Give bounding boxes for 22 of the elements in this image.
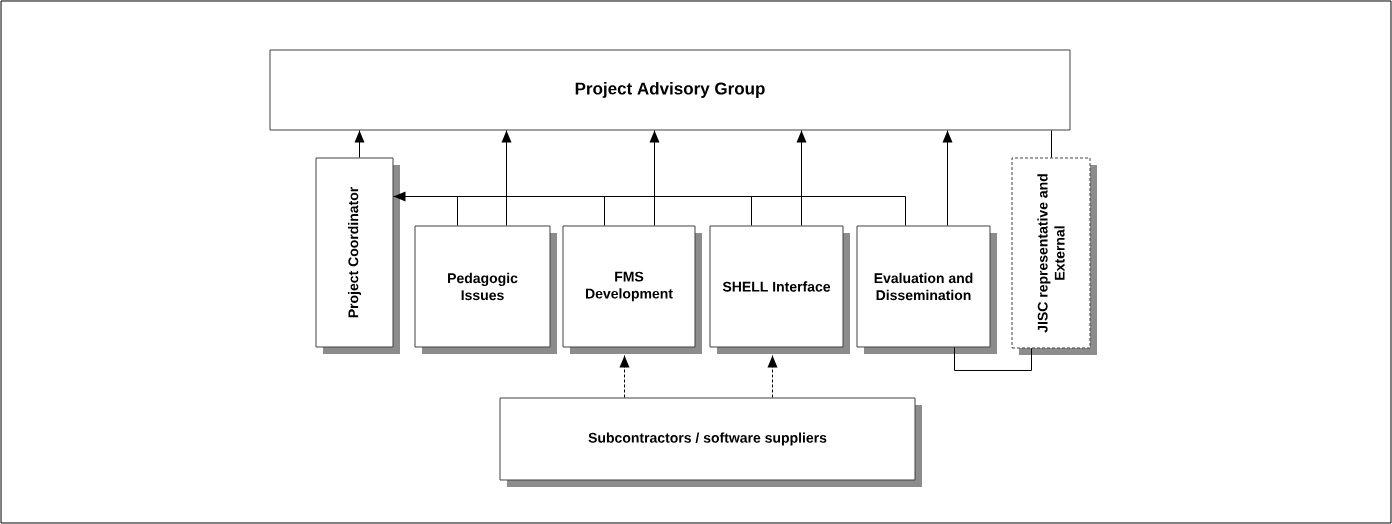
arrow (619, 355, 630, 398)
connector-line (954, 347, 1032, 371)
connector-line (457, 196, 458, 226)
connector-line (905, 196, 906, 226)
work-package-box: Pedagogic Issues (414, 225, 557, 354)
connector-line (604, 196, 605, 226)
arrow (796, 130, 807, 226)
work-package-box: FMS Development (562, 225, 702, 354)
arrow (767, 355, 778, 398)
arrow (649, 130, 660, 226)
group-box: Project Advisory Group (269, 49, 1071, 131)
arrow (393, 191, 906, 202)
connector-line (751, 196, 752, 226)
work-package-box: Evaluation and Dissemination (856, 225, 997, 354)
arrow (354, 130, 365, 158)
work-package-box: SHELL Interface (709, 225, 850, 354)
supplier-box: Subcontractors / software suppliers (499, 397, 922, 487)
role-box: Project Coordinator (315, 157, 400, 354)
connector-line (1051, 130, 1052, 158)
arrow (501, 130, 512, 226)
role-box: JISC representative and External (1011, 157, 1097, 355)
arrow (942, 130, 953, 226)
